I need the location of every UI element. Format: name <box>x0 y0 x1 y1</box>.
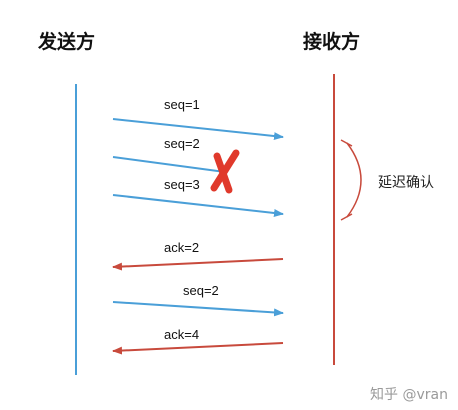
arrow-seq-2-lost <box>112 156 226 173</box>
delayed-ack-label: 延迟确认 <box>378 175 434 191</box>
message-label-seq-3: seq=3 <box>164 177 200 192</box>
message-label-ack-2: ack=2 <box>164 240 200 255</box>
arrow-seq-3 <box>112 194 284 217</box>
arrow-seq-2-retransmit <box>112 301 284 317</box>
message-label-seq-1: seq=1 <box>164 97 200 112</box>
receiver-title: 接收方 <box>303 31 361 53</box>
message-label-seq-2-retransmit: seq=2 <box>183 283 219 298</box>
message-label-ack-4: ack=4 <box>164 327 200 342</box>
arrow-ack-2 <box>112 258 284 271</box>
watermark: 知乎 @vran <box>370 387 448 403</box>
delayed-ack-bracket <box>340 139 362 221</box>
message-label-seq-2: seq=2 <box>164 136 200 151</box>
arrow-ack-4 <box>112 342 284 355</box>
lost-packet-cross-icon <box>210 149 240 194</box>
arrow-seq-1 <box>112 118 284 141</box>
sender-title: 发送方 <box>38 31 96 53</box>
